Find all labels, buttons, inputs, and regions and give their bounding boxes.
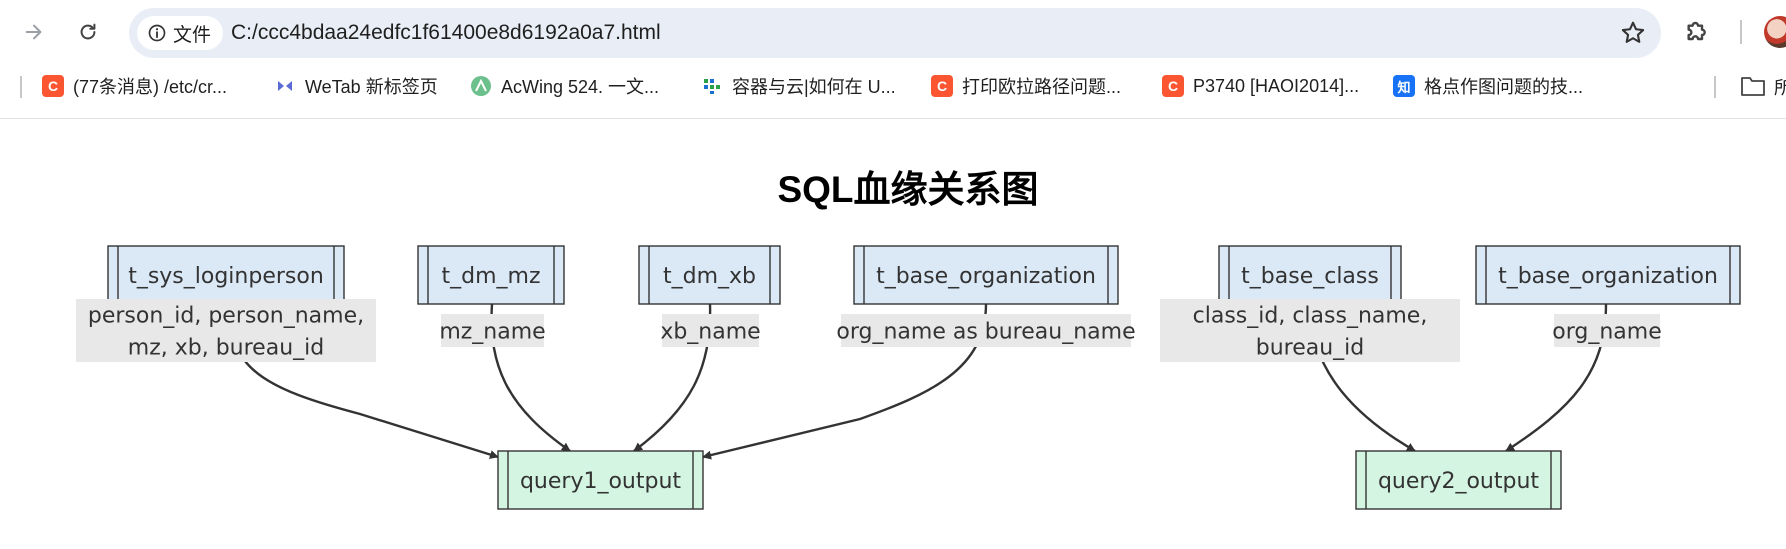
bookmarks-bar: C (77条消息) /etc/cr... WeTab 新标签页 AcWing 5… bbox=[0, 66, 1786, 106]
source-table-node-t_sys_loginperson[interactable]: t_sys_loginperson bbox=[107, 245, 345, 305]
edge-label-background bbox=[662, 314, 759, 347]
output-node-label: query2_output bbox=[1378, 469, 1539, 494]
edge-label-t_base_organization_1-to-query1_output: org_name as bureau_name bbox=[836, 314, 1136, 347]
bookmark-item-4[interactable]: 容器与云|如何在 U... bbox=[701, 70, 896, 102]
source-table-node-box bbox=[417, 245, 565, 305]
acwing-icon bbox=[470, 75, 492, 97]
reload-button[interactable] bbox=[70, 14, 106, 50]
bookmark-label: (77条消息) /etc/cr... bbox=[73, 77, 228, 97]
diagram-title: SQL血缘关系图 bbox=[777, 169, 1039, 210]
edge-label-t_base_organization_2-to-query2_output: org_name bbox=[1552, 314, 1662, 347]
source-table-node-label: t_dm_xb bbox=[663, 264, 756, 289]
info-icon bbox=[148, 24, 166, 42]
edge-label-line: class_id, class_name, bbox=[1193, 304, 1428, 329]
other-bookmarks-label[interactable]: 所 bbox=[1774, 78, 1786, 98]
source-table-node-label: t_base_organization bbox=[1498, 264, 1718, 289]
source-table-node-label: t_dm_mz bbox=[442, 264, 541, 289]
output-node-box bbox=[1355, 450, 1562, 510]
edge-label-line: bureau_id bbox=[1256, 336, 1365, 361]
edge-label-line: mz, xb, bureau_id bbox=[128, 336, 324, 361]
lineage-diagram: t_sys_loginperson t_dm_mz t_dm_xb t_base_or… bbox=[76, 245, 1741, 510]
bookmark-item-7[interactable]: 知 格点作图问题的技... bbox=[1393, 70, 1583, 102]
csdn-icon: C bbox=[42, 75, 64, 97]
edge-label-t_base_class-to-query2_output: class_id, class_name, bureau_id bbox=[1160, 299, 1460, 362]
bookmarks-divider-right bbox=[1714, 76, 1716, 98]
output-node-label: query1_output bbox=[520, 469, 681, 494]
source-table-node-t_base_organization_2[interactable]: t_base_organization bbox=[1475, 245, 1741, 305]
output-node-query2_output[interactable]: query2_output bbox=[1355, 450, 1562, 510]
wetab-icon bbox=[274, 75, 296, 97]
url-text[interactable]: C:/ccc4bdaa24edfc1f61400e8d6192a0a7.html bbox=[231, 21, 661, 44]
edge-label-line: mz_name bbox=[439, 320, 545, 345]
edge-label-line: person_id, person_name, bbox=[88, 304, 364, 329]
bookmark-item-6[interactable]: C P3740 [HAOI2014]... bbox=[1162, 70, 1359, 102]
edge-label-line: org_name as bureau_name bbox=[836, 320, 1135, 345]
bookmark-item-5[interactable]: C 打印欧拉路径问题... bbox=[931, 70, 1121, 102]
source-table-node-label: t_base_class bbox=[1241, 264, 1379, 289]
edge-label-background bbox=[441, 314, 544, 347]
site-chip-label: 文件 bbox=[173, 24, 212, 46]
source-table-node-box bbox=[853, 245, 1119, 305]
zhihu-icon: 知 bbox=[1393, 75, 1415, 97]
toolbar-divider bbox=[1740, 20, 1742, 44]
source-table-node-box bbox=[1475, 245, 1741, 305]
extensions-puzzle-icon[interactable] bbox=[1682, 15, 1714, 47]
reload-icon bbox=[80, 23, 96, 40]
output-node-query1_output[interactable]: query1_output bbox=[497, 450, 704, 510]
forward-button[interactable] bbox=[16, 14, 52, 50]
folder-icon[interactable] bbox=[1740, 74, 1766, 98]
bookmarks-divider-left bbox=[20, 76, 22, 98]
csdn-icon: C bbox=[931, 75, 953, 97]
bookmark-star-icon[interactable] bbox=[1619, 19, 1647, 47]
edge-label-background bbox=[1554, 314, 1660, 347]
bookmark-label: 格点作图问题的技... bbox=[1424, 77, 1584, 97]
bookmark-label: AcWing 524. 一文... bbox=[501, 77, 660, 97]
source-table-node-box bbox=[1218, 245, 1402, 305]
bookmark-item-3[interactable]: AcWing 524. 一文... bbox=[470, 70, 659, 102]
source-table-node-t_base_organization_1[interactable]: t_base_organization bbox=[853, 245, 1119, 305]
source-table-node-box bbox=[107, 245, 345, 305]
grid-icon bbox=[701, 75, 723, 97]
edge-label-t_dm_mz-to-query1_output: mz_name bbox=[439, 314, 546, 347]
site-info-chip[interactable]: 文件 bbox=[137, 16, 224, 50]
toolbar-bottom-border bbox=[0, 118, 1786, 119]
edge-label-background bbox=[1160, 299, 1460, 362]
profile-avatar[interactable] bbox=[1764, 16, 1786, 48]
browser-toolbar: 文件 C:/ccc4bdaa24edfc1f61400e8d6192a0a7.h… bbox=[0, 0, 1786, 62]
bookmark-item-2[interactable]: WeTab 新标签页 bbox=[274, 70, 438, 102]
csdn-icon: C bbox=[1162, 75, 1184, 97]
edge-label-background bbox=[76, 299, 376, 362]
arrow-right-icon bbox=[25, 24, 42, 40]
edge-label-t_sys_loginperson-to-query1_output: person_id, person_name, mz, xb, bureau_id bbox=[76, 299, 376, 362]
edge-label-line: org_name bbox=[1552, 320, 1661, 345]
edge-label-line: xb_name bbox=[660, 320, 760, 345]
source-table-node-label: t_sys_loginperson bbox=[128, 264, 324, 289]
output-node-box bbox=[497, 450, 704, 510]
page-content: SQL血缘关系图 t_sys_loginperson t_dm_mz t_dm_xb… bbox=[0, 119, 1786, 549]
source-table-node-t_base_class[interactable]: t_base_class bbox=[1218, 245, 1402, 305]
edge-label-background bbox=[841, 314, 1131, 347]
source-table-node-t_dm_xb[interactable]: t_dm_xb bbox=[638, 245, 781, 305]
source-table-node-box bbox=[638, 245, 781, 305]
bookmark-label: P3740 [HAOI2014]... bbox=[1193, 75, 1360, 96]
bookmark-item-1[interactable]: C (77条消息) /etc/cr... bbox=[42, 70, 227, 102]
edge-label-t_dm_xb-to-query1_output: xb_name bbox=[660, 314, 761, 347]
source-table-node-label: t_base_organization bbox=[876, 264, 1096, 289]
bookmark-label: 打印欧拉路径问题... bbox=[962, 77, 1122, 97]
address-bar[interactable]: 文件 C:/ccc4bdaa24edfc1f61400e8d6192a0a7.h… bbox=[129, 8, 1661, 58]
source-table-node-t_dm_mz[interactable]: t_dm_mz bbox=[417, 245, 565, 305]
bookmark-label: 容器与云|如何在 U... bbox=[732, 77, 896, 97]
bookmark-label: WeTab 新标签页 bbox=[305, 77, 438, 97]
